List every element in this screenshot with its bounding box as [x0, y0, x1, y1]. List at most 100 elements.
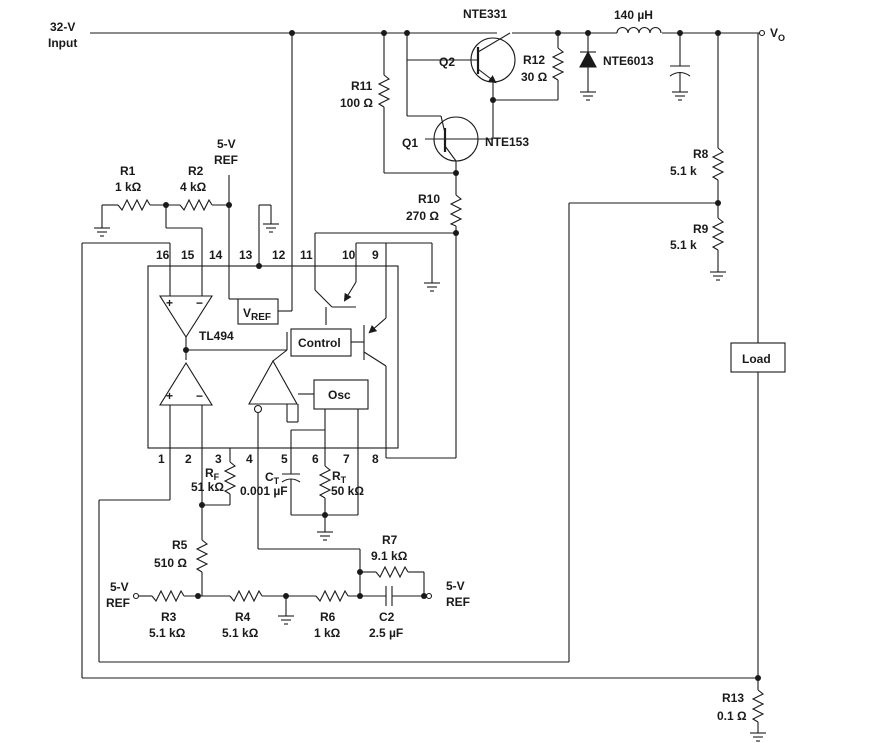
pin15-label: 15	[181, 248, 195, 262]
r10-label: R10	[418, 192, 440, 206]
rt-resistor	[291, 448, 359, 541]
r11-value: 100 Ω	[340, 96, 373, 110]
q1-label: Q1	[402, 136, 418, 150]
error-amp-1-plus: +	[166, 296, 173, 310]
r6-value: 1 kΩ	[314, 626, 341, 640]
q2-transistor	[407, 32, 516, 100]
q2-label: Q2	[439, 55, 455, 69]
ref5v-top-label: 5-V	[217, 137, 236, 151]
vref-block	[237, 33, 293, 325]
r5-value: 510 Ω	[154, 556, 187, 570]
r12-resistor	[493, 33, 565, 101]
q2-part-label: NTE331	[463, 7, 507, 21]
inductor-label: 140 µH	[614, 8, 653, 22]
r4-value: 5.1 kΩ	[222, 626, 259, 640]
ct-capacitor	[281, 448, 301, 515]
pin-9-10-wiring	[314, 232, 456, 292]
rf-value: 51 kΩ	[191, 480, 224, 494]
r4-label: R4	[235, 610, 251, 624]
pin16-label: 16	[156, 248, 170, 262]
r10-resistor	[449, 173, 463, 458]
r12-label: R12	[523, 53, 545, 67]
r13-label: R13	[722, 691, 744, 705]
r11-resistor	[377, 33, 456, 174]
pin10-label: 10	[342, 248, 356, 262]
chip-output-transistors	[314, 266, 456, 459]
input-label-bottom: Input	[48, 36, 77, 50]
ref5v-left-label: 5-V	[110, 580, 129, 594]
r13-resistor	[750, 689, 766, 742]
c2-label: C2	[379, 610, 395, 624]
r2-label: R2	[188, 164, 204, 178]
error-amp-2-minus: −	[196, 389, 203, 403]
junction-dot	[283, 593, 289, 599]
ref5v-right-label: 5-V	[446, 579, 465, 593]
junction-dot	[199, 502, 205, 508]
c2-value: 2.5 µF	[369, 626, 403, 640]
pin13-ground	[258, 204, 279, 266]
input-label-top: 32-V	[50, 20, 75, 34]
r1-value: 1 kΩ	[115, 180, 142, 194]
r7-value: 9.1 kΩ	[371, 549, 408, 563]
rt-value: 50 kΩ	[331, 484, 364, 498]
r3-label: R3	[161, 610, 177, 624]
control-label: Control	[298, 336, 341, 350]
r6-label: R6	[320, 610, 336, 624]
pin7-label: 7	[343, 452, 350, 466]
r7-resistor	[360, 565, 425, 596]
r8-resistor	[711, 33, 725, 218]
rt-label: RT	[332, 469, 347, 485]
r3-value: 5.1 kΩ	[149, 626, 186, 640]
r9-label: R9	[693, 222, 709, 236]
r1-r2-divider	[94, 175, 238, 300]
osc-label: Osc	[328, 388, 351, 402]
pin3-label: 3	[215, 452, 222, 466]
pwm-comparator	[248, 349, 299, 448]
pin6-label: 6	[312, 452, 319, 466]
vref-label: VREF	[243, 306, 271, 323]
nte6013-label: NTE6013	[603, 54, 654, 68]
r5-label: R5	[172, 538, 188, 552]
r2-value: 4 kΩ	[180, 180, 207, 194]
r12-value: 30 Ω	[521, 70, 548, 84]
tl494-chip-outline	[147, 265, 399, 449]
bottom-divider-chain	[132, 586, 433, 625]
pin14-label: 14	[209, 248, 223, 262]
ct-value: 0.001 µF	[240, 484, 288, 498]
pin9-label: 9	[372, 248, 379, 262]
junction-dot	[163, 202, 169, 208]
pin13-label: 13	[239, 248, 253, 262]
vo-label: VO	[770, 26, 785, 43]
ref5v-right-label-2: REF	[446, 595, 470, 609]
r8-label: R8	[693, 147, 709, 161]
pin5-label: 5	[281, 452, 288, 466]
tl494-label: TL494	[199, 329, 234, 343]
r10-value: 270 Ω	[406, 209, 439, 223]
r1-label: R1	[120, 164, 136, 178]
load-label: Load	[742, 352, 771, 366]
load-path	[730, 33, 786, 690]
pin11-label: 11	[300, 248, 313, 262]
control-block	[290, 325, 365, 360]
inductor-140uh	[616, 27, 662, 34]
r5-resistor	[195, 539, 209, 596]
junction-dot	[226, 202, 232, 208]
r8-value: 5.1 k	[670, 164, 697, 178]
pin2-label: 2	[185, 452, 192, 466]
pin4-label: 4	[246, 452, 253, 466]
r13-value: 0.1 Ω	[717, 709, 747, 723]
error-amp-2	[159, 361, 213, 448]
ref5v-left-label-2: REF	[106, 596, 130, 610]
feedback-wire	[98, 202, 718, 663]
r11-label: R11	[351, 79, 373, 93]
input-rail	[90, 29, 766, 37]
output-capacitor	[669, 33, 691, 101]
osc-block	[290, 379, 369, 448]
r9-resistor	[710, 217, 726, 281]
r7-label: R7	[382, 533, 398, 547]
rf-label: RF	[205, 466, 220, 482]
pin1-label: 1	[158, 452, 165, 466]
r9-value: 5.1 k	[670, 238, 697, 252]
pin12-label: 12	[272, 248, 286, 262]
